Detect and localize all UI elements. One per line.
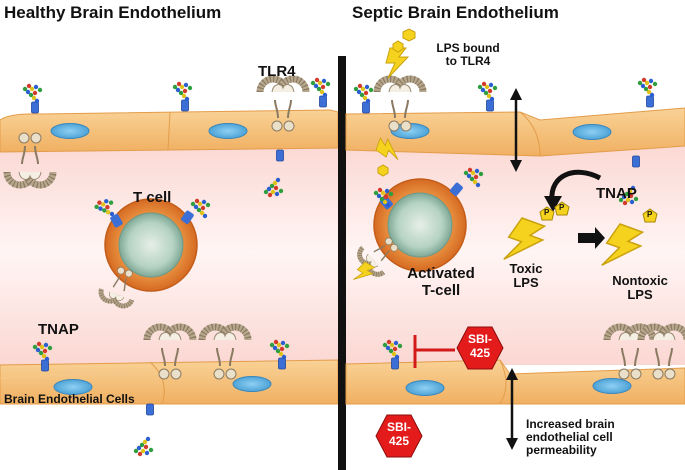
- sbi-425-label-top: SBI- 425: [468, 332, 492, 360]
- nucleus: [592, 378, 632, 394]
- tnap-label-right: TNAP: [596, 185, 637, 202]
- toxic-lps-label: Toxic LPS: [509, 261, 543, 291]
- phosphate-label: P: [647, 210, 653, 219]
- glycan-anchor: [311, 78, 330, 107]
- lps-bolt: [385, 47, 409, 79]
- tnap-label-left: TNAP: [38, 321, 79, 338]
- nucleus: [50, 123, 90, 139]
- activated-t-cell-label: Activated T-cell: [407, 265, 475, 299]
- sbi-425-hexagon-top: [456, 326, 504, 370]
- nucleus: [572, 124, 612, 140]
- glycan-anchor: [478, 82, 497, 111]
- septic-panel-title: Septic Brain Endothelium: [352, 3, 559, 22]
- t-cell-label: T cell: [133, 189, 172, 206]
- healthy-panel-title: Healthy Brain Endothelium: [4, 3, 222, 22]
- healthy-panel: [0, 78, 339, 457]
- nucleus: [232, 376, 272, 392]
- t-cell: [92, 196, 211, 292]
- tlr4-label: TLR4: [258, 63, 296, 80]
- nontoxic-lps-label: Nontoxic LPS: [612, 273, 668, 303]
- panel-divider: [338, 56, 346, 470]
- phosphate-label: P: [544, 208, 550, 217]
- permeability-label: Increased brain endothelial cell permeab…: [526, 417, 615, 458]
- nucleus: [405, 380, 445, 396]
- phosphate-group: [642, 208, 658, 223]
- nucleus: [208, 123, 248, 139]
- glycan-anchor: [354, 84, 373, 113]
- septic-panel: [345, 28, 685, 458]
- phosphate-group: [539, 206, 555, 221]
- sbi-425-hexagon-bottom: [375, 414, 423, 458]
- nucleus: [53, 379, 93, 395]
- glycan-anchor: [173, 82, 192, 111]
- sbi-425-label-bottom: SBI- 425: [387, 420, 411, 448]
- glycan-anchor: [638, 78, 657, 107]
- glycan-anchor: [23, 84, 42, 113]
- lps-bound-label: LPS bound to TLR4: [436, 41, 500, 69]
- brain-endothelial-cells-label: Brain Endothelial Cells: [4, 392, 135, 406]
- phosphate-label: P: [559, 203, 565, 212]
- phosphate-group: [554, 201, 570, 216]
